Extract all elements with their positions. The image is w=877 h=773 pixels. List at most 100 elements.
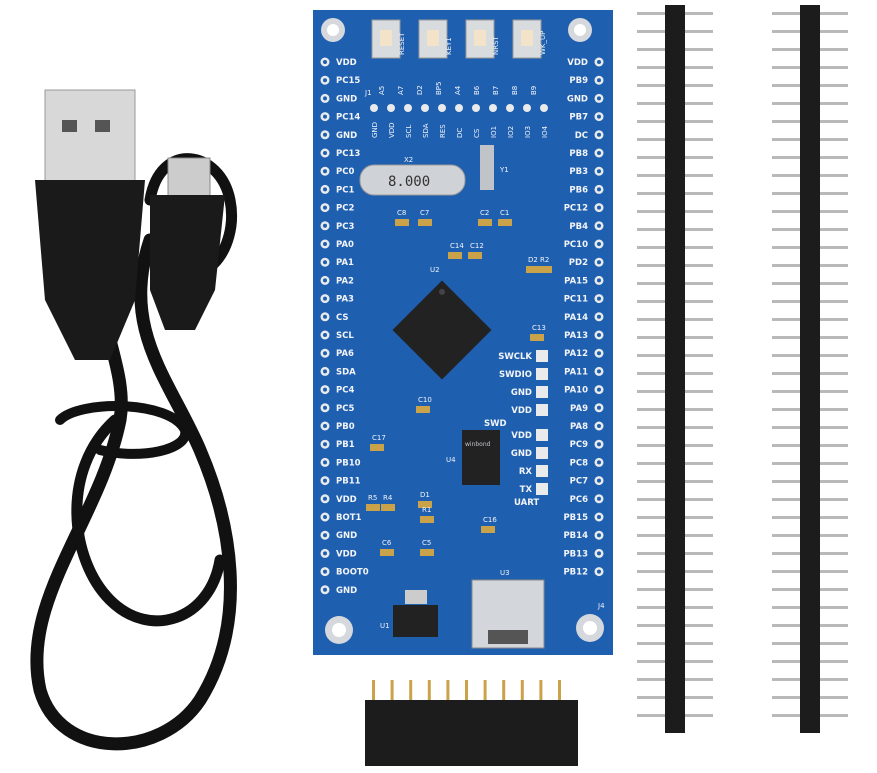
header-label: D2 bbox=[416, 85, 424, 95]
pin-hole bbox=[597, 151, 601, 155]
pin-hole bbox=[597, 78, 601, 83]
component-label: D2 bbox=[528, 256, 538, 264]
smd-component bbox=[478, 219, 492, 226]
pin-hole bbox=[323, 424, 327, 428]
pin-label-right: PC10 bbox=[564, 240, 588, 250]
pin-label-left: PC14 bbox=[336, 113, 360, 123]
component-label: C5 bbox=[422, 539, 431, 547]
pin-label-left: VDD bbox=[336, 58, 357, 68]
header-label: GND bbox=[371, 122, 379, 138]
header-pin bbox=[390, 680, 394, 702]
smd-component bbox=[418, 219, 432, 226]
header-label: GND bbox=[511, 388, 532, 398]
header-label: SCL bbox=[405, 125, 413, 138]
component-label: C17 bbox=[372, 434, 386, 442]
pin-pad bbox=[536, 483, 548, 495]
header-label: DC bbox=[456, 128, 464, 138]
button-cap bbox=[521, 30, 533, 46]
header-label: J1 bbox=[364, 89, 372, 97]
mini-usb-port-u3: U3 bbox=[471, 569, 545, 649]
pin-label-left: PC3 bbox=[336, 222, 354, 232]
header-pin bbox=[520, 680, 524, 702]
component-label: D1 bbox=[420, 491, 430, 499]
pin-hole bbox=[597, 533, 601, 538]
header-pin bbox=[409, 680, 413, 702]
pin-hole bbox=[323, 96, 327, 101]
smd-component bbox=[366, 504, 380, 511]
header-label: CS bbox=[473, 128, 481, 138]
smd-component bbox=[448, 252, 462, 259]
header-pin bbox=[558, 680, 561, 702]
pin-label-left: GND bbox=[336, 131, 357, 141]
pin-label-right: PB14 bbox=[563, 531, 588, 541]
pin-label-left: PC13 bbox=[336, 149, 360, 159]
mini-usb-plug bbox=[150, 157, 225, 330]
pin-pad bbox=[536, 404, 548, 416]
header-plastic bbox=[800, 5, 820, 733]
pin-hole bbox=[597, 351, 601, 356]
header-pin bbox=[483, 680, 487, 702]
pin-hole bbox=[323, 369, 327, 374]
pin-hole bbox=[323, 78, 327, 83]
component-label: C2 bbox=[480, 209, 489, 217]
component-label: R5 bbox=[368, 494, 377, 502]
pin-hole bbox=[323, 314, 327, 319]
svg-text:winbond: winbond bbox=[465, 441, 491, 448]
component-label: C13 bbox=[532, 324, 546, 332]
pin-pad bbox=[506, 104, 514, 112]
pin-label-left: BOOT0 bbox=[336, 568, 369, 578]
button-label: KEY1 bbox=[445, 37, 453, 55]
pin-label-left: GND bbox=[336, 586, 357, 596]
pin-label-right: PA14 bbox=[564, 313, 588, 323]
pin-label-left: VDD bbox=[336, 549, 357, 559]
button-label: NRST bbox=[492, 35, 500, 55]
smd-component bbox=[538, 266, 552, 273]
pin-label-right: PB9 bbox=[569, 76, 588, 86]
header-pin bbox=[372, 680, 375, 702]
pin-label-right: PD2 bbox=[569, 258, 588, 268]
component-label: C14 bbox=[450, 242, 464, 250]
header-label: VDD bbox=[511, 406, 532, 416]
label-j4: J4 bbox=[597, 602, 605, 610]
header-label: IO3 bbox=[524, 126, 532, 138]
pin-hole bbox=[323, 223, 327, 228]
smd-component bbox=[420, 549, 434, 556]
pin-label-left: GND bbox=[336, 94, 357, 104]
pin-hole bbox=[323, 260, 327, 265]
header-label: RX bbox=[519, 467, 533, 477]
pin-hole bbox=[597, 551, 601, 556]
pin-label-right: PC6 bbox=[570, 495, 588, 505]
pin-hole bbox=[597, 333, 601, 337]
pin-label-right: PA9 bbox=[570, 404, 588, 414]
svg-text:U1: U1 bbox=[380, 622, 390, 630]
pin-label-left: PA2 bbox=[336, 276, 354, 286]
pin-hole bbox=[323, 460, 327, 465]
header-label: A5 bbox=[378, 86, 386, 95]
pin-label-right: PA11 bbox=[564, 367, 588, 377]
pin-hole bbox=[597, 496, 601, 501]
pin-pad bbox=[489, 104, 497, 112]
pin-hole bbox=[597, 296, 601, 301]
component-label: R1 bbox=[422, 506, 431, 514]
smd-component bbox=[370, 444, 384, 451]
pin-pad bbox=[536, 350, 548, 362]
component-label: C12 bbox=[470, 242, 484, 250]
pin-hole bbox=[597, 260, 601, 265]
pin-label-left: GND bbox=[336, 531, 357, 541]
header-label: RES bbox=[439, 124, 447, 138]
pin-pad bbox=[404, 104, 412, 112]
pin-hole bbox=[597, 242, 601, 246]
pin-hole bbox=[323, 405, 327, 410]
pin-hole bbox=[597, 442, 601, 447]
smd-component bbox=[498, 219, 512, 226]
header-plastic bbox=[665, 5, 685, 733]
pin-label-left: SCL bbox=[336, 331, 354, 341]
pin-pad bbox=[540, 104, 548, 112]
voltage-regulator-u1: U1 bbox=[380, 590, 438, 637]
header-label: TX bbox=[520, 485, 533, 495]
pin-label-left: PA0 bbox=[336, 240, 354, 250]
pin-hole bbox=[323, 60, 327, 64]
pin-hole bbox=[323, 351, 327, 356]
pin-hole bbox=[323, 333, 327, 337]
header-label: A4 bbox=[454, 85, 462, 95]
